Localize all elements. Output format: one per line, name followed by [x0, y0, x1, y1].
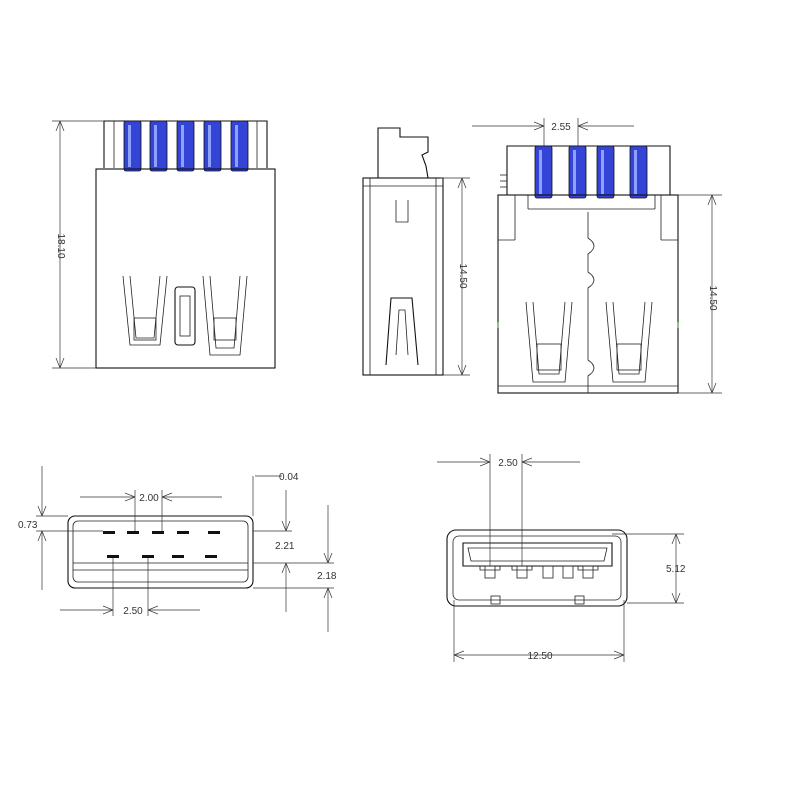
label-recept-pitch: 2.50 [498, 458, 518, 469]
front-contacts [123, 120, 249, 172]
rear-latch-right [605, 301, 653, 383]
label-plug-mid-height: 2.21 [275, 541, 295, 552]
plug-end-view: 2.00 2.50 0.73 0.04 2.21 [18, 466, 337, 632]
front-spring-latch-right [202, 275, 248, 356]
label-plug-top-offset: 0.04 [279, 472, 299, 483]
dim-front-height: 18.10 [52, 120, 104, 369]
rear-pin-header [500, 145, 671, 210]
side-view: 14.50 [362, 127, 470, 376]
label-front-height: 18.10 [55, 233, 66, 258]
label-plug-lower-height: 2.18 [317, 571, 337, 582]
receptacle-shell [446, 529, 628, 607]
side-latch [385, 297, 419, 366]
label-rear-pitch: 2.55 [551, 122, 571, 133]
dim-rear-pitch: 2.55 [472, 118, 634, 146]
rear-latch-left [525, 301, 573, 383]
dim-recept-pitch: 2.50 [437, 454, 580, 566]
dim-rear-height: 14.50 [678, 194, 722, 394]
dim-plug-pitch-top: 2.00 [80, 490, 222, 531]
side-top-clip [377, 127, 429, 179]
label-plug-pitch-bottom: 2.50 [123, 606, 143, 617]
plug-shell [67, 515, 254, 589]
side-body [362, 177, 444, 376]
label-recept-height: 5.12 [666, 564, 686, 575]
dim-plug-left-offset: 0.73 [18, 466, 103, 590]
front-pin-header [103, 120, 268, 172]
dim-plug-top-offset: 0.04 [252, 472, 299, 516]
plug-top-contacts [103, 531, 220, 534]
receptacle-tongue [462, 542, 613, 567]
rear-view: 2.55 14.50 [472, 118, 722, 394]
dim-side-height: 14.50 [440, 177, 470, 376]
label-side-height: 14.50 [457, 263, 468, 288]
dim-recept-height: 5.12 [612, 533, 686, 604]
label-plug-left-offset: 0.73 [18, 520, 38, 531]
front-spring-latch-left [122, 275, 168, 346]
front-view: 18.10 [52, 120, 276, 369]
plug-bottom-contacts [107, 555, 217, 558]
label-recept-width: 12.50 [527, 651, 552, 662]
dim-plug-pitch-bottom: 2.50 [60, 558, 200, 617]
front-center-tab [174, 286, 196, 346]
rear-split-line [587, 212, 595, 393]
side-window [395, 200, 409, 223]
rear-contacts [534, 145, 648, 199]
dim-plug-lower-height: 2.18 [253, 505, 337, 632]
label-rear-height: 14.50 [707, 285, 718, 310]
front-housing [95, 168, 276, 369]
receptacle-contacts [479, 565, 599, 579]
receptacle-end-view: 2.50 5.12 12.50 [437, 454, 686, 662]
dim-plug-mid-height: 2.21 [253, 490, 295, 612]
dim-recept-width: 12.50 [453, 600, 625, 662]
label-plug-pitch-top: 2.00 [139, 493, 159, 504]
